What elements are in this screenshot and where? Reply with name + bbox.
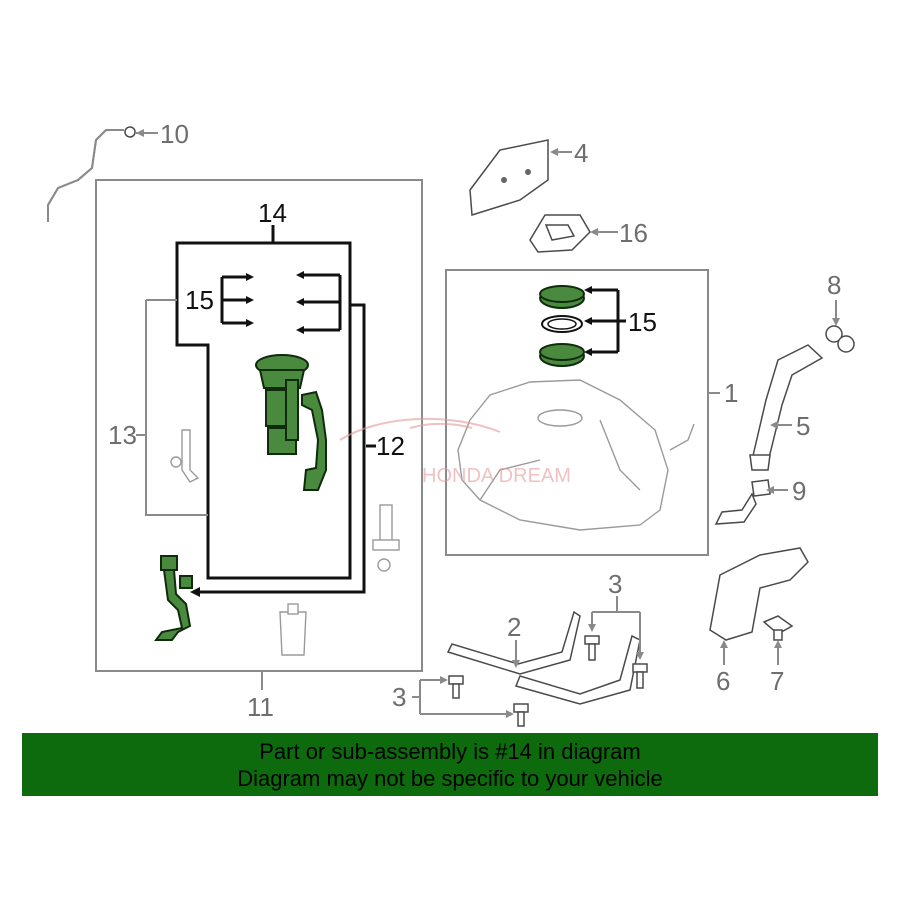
part-9-hose [714, 479, 788, 525]
part-7-bolt [762, 615, 794, 665]
callout-16: 16 [619, 218, 648, 248]
watermark-logo: HONDA DREAM [339, 417, 571, 487]
callout-11: 11 [247, 692, 274, 722]
callout-10: 10 [160, 119, 189, 149]
leader-12-line [198, 303, 366, 594]
part-2-tank-straps [446, 610, 641, 705]
part-8-fuel-cap [825, 300, 855, 353]
part-3-bolts-upper [584, 596, 648, 689]
fuel-tank-box [445, 269, 709, 556]
callout-15-arrows-left [220, 273, 254, 327]
notice-line-1: Part or sub-assembly is #14 in diagram [259, 739, 641, 764]
callout-15-right: 15 [628, 307, 657, 337]
callout-15-arrows-right [296, 271, 342, 334]
callout-5: 5 [796, 411, 810, 441]
callout-2: 2 [507, 612, 521, 642]
part-4-heat-shield [469, 139, 572, 216]
fuel-strainer-part [279, 603, 307, 656]
seal-rings-15 [539, 285, 626, 367]
part-6-guard [709, 547, 809, 665]
callout-3-upper: 3 [608, 569, 622, 599]
callout-7: 7 [770, 666, 784, 696]
part-16-cover [529, 214, 618, 253]
callout-3-lower: 3 [392, 682, 406, 712]
callout-14: 14 [258, 198, 287, 228]
callout-4: 4 [574, 138, 588, 168]
callout-6: 6 [716, 666, 730, 696]
fuel-tank [457, 379, 695, 531]
callout-15-left: 15 [185, 285, 214, 315]
part-13-bracket [170, 429, 200, 483]
callout-1: 1 [724, 378, 738, 408]
part-5-filler-neck [749, 344, 824, 471]
fuel-filter-part [372, 504, 400, 572]
notice-line-2: Diagram may not be specific to your vehi… [237, 766, 663, 791]
part-3-bolts-lower [412, 675, 529, 727]
fuel-pump-module-highlighted [255, 354, 327, 491]
notice-banner: Part or sub-assembly is #14 in diagram D… [22, 733, 878, 796]
assembly-13-outline [145, 299, 208, 516]
wire-harness-highlighted [154, 555, 193, 641]
assembly-14-outline [175, 241, 352, 580]
callout-9: 9 [792, 476, 806, 506]
watermark-text: HONDA DREAM [422, 465, 571, 487]
part-10-fuel-line [47, 126, 158, 222]
callout-8: 8 [827, 270, 841, 300]
callout-12: 12 [376, 431, 405, 461]
callout-13: 13 [108, 420, 137, 450]
